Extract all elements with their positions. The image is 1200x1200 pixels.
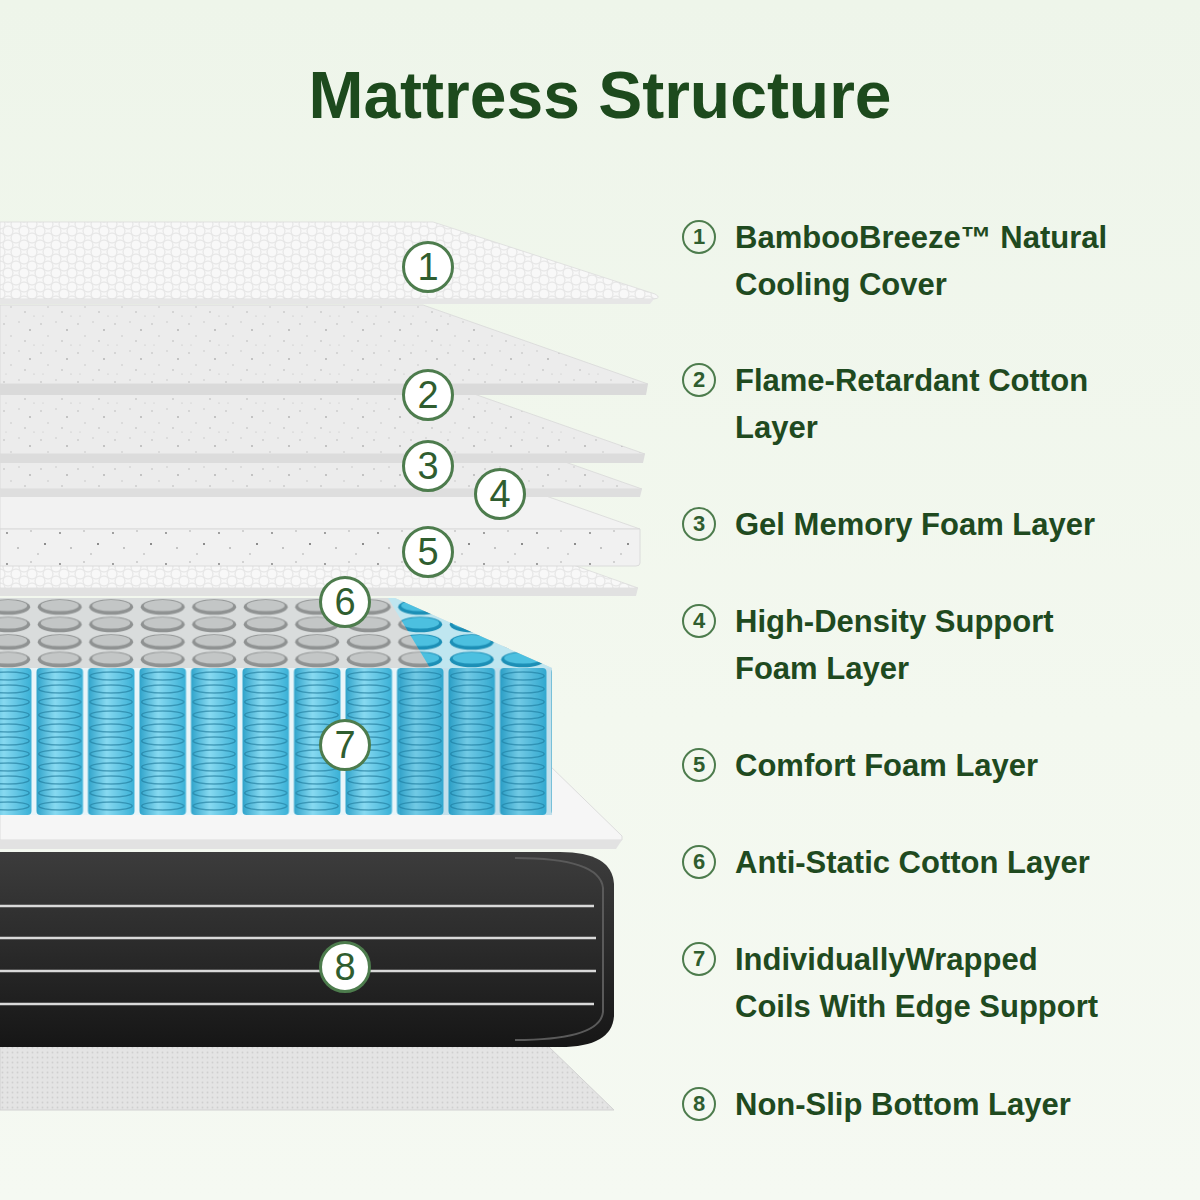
list-number-circle: 3 <box>682 507 716 541</box>
circle-outline <box>683 221 715 253</box>
callout-number: 2 <box>417 376 438 414</box>
callout-circle: 7 <box>319 719 371 771</box>
list-number-circle: 6 <box>682 845 716 879</box>
callout-number: 3 <box>417 447 438 485</box>
list-number-circle: 7 <box>682 942 716 976</box>
base-frame <box>0 852 614 1047</box>
list-number-circle: 5 <box>682 748 716 782</box>
callout-circle: 1 <box>402 241 454 293</box>
circle-outline <box>404 371 453 420</box>
layer-description: IndividuallyWrapped Coils With Edge Supp… <box>735 936 1111 1030</box>
callout-number: 1 <box>417 248 438 286</box>
callout-number: 8 <box>334 948 355 986</box>
base-stripe <box>0 905 594 908</box>
callout-number: 5 <box>417 533 438 571</box>
circle-outline <box>404 442 453 491</box>
layer-description: Gel Memory Foam Layer <box>735 501 1185 548</box>
diagram-title: Mattress Structure <box>0 55 1200 135</box>
list-number-circle: 1 <box>682 220 716 254</box>
coil-edge-support <box>400 668 552 815</box>
callout-number: 7 <box>334 726 355 764</box>
circle-outline <box>683 749 715 781</box>
layer-description: BambooBreeze™ Natural Cooling Cover <box>735 214 1165 308</box>
circle-outline <box>683 943 715 975</box>
callout-circle: 2 <box>402 369 454 421</box>
base-stripe <box>0 970 596 973</box>
callout-circle: 6 <box>319 576 371 628</box>
list-number-circle: 8 <box>682 1087 716 1121</box>
list-number: 8 <box>693 1093 705 1115</box>
list-number: 5 <box>693 754 705 776</box>
callout-circle: 4 <box>474 468 526 520</box>
base-frame-edge <box>515 858 603 1040</box>
coil-base-sheet-edge <box>0 840 622 849</box>
callout-number: 6 <box>334 583 355 621</box>
callout-circle: 5 <box>402 526 454 578</box>
callout-number: 4 <box>489 475 510 513</box>
gel-foam-layer-edge <box>0 454 645 463</box>
coil-top-edge <box>388 598 552 668</box>
list-number: 7 <box>693 948 705 970</box>
list-number: 6 <box>693 851 705 873</box>
list-number: 2 <box>693 369 705 391</box>
callout-circle: 8 <box>319 941 371 993</box>
coil-front <box>0 668 552 815</box>
anti-static-layer-edge <box>0 588 638 596</box>
circle-outline <box>683 846 715 878</box>
support-foam-layer-edge <box>0 489 642 497</box>
cooling-cover-edge <box>0 299 654 304</box>
cooling-cover <box>0 222 658 299</box>
base-stripe <box>0 1003 594 1006</box>
list-number-circle: 2 <box>682 363 716 397</box>
layer-description: Non-Slip Bottom Layer <box>735 1081 1185 1128</box>
circle-outline <box>683 1088 715 1120</box>
callout-circle: 3 <box>402 440 454 492</box>
comfort-foam-layer-edge <box>0 529 640 566</box>
circle-outline <box>683 364 715 396</box>
coil-top <box>0 598 552 668</box>
layer-description: Flame-Retardant Cotton Layer <box>735 357 1165 451</box>
circle-outline <box>321 578 370 627</box>
cotton-layer <box>0 305 648 384</box>
list-number: 1 <box>693 226 705 248</box>
circle-outline <box>476 470 525 519</box>
circle-outline <box>683 508 715 540</box>
circle-outline <box>321 943 370 992</box>
circle-outline <box>321 721 370 770</box>
layer-description: Comfort Foam Layer <box>735 742 1185 789</box>
base-stripe <box>0 937 596 940</box>
circle-outline <box>404 528 453 577</box>
layer-description: High-Density Support Foam Layer <box>735 598 1111 692</box>
list-number: 4 <box>693 610 705 632</box>
base-stripes <box>0 906 596 1004</box>
cotton-layer-edge <box>0 384 648 395</box>
non-slip-sheet <box>0 1046 614 1110</box>
circle-outline <box>683 605 715 637</box>
list-number: 3 <box>693 513 705 535</box>
layer-description: Anti-Static Cotton Layer <box>735 839 1185 886</box>
circle-outline <box>404 243 453 292</box>
list-number-circle: 4 <box>682 604 716 638</box>
